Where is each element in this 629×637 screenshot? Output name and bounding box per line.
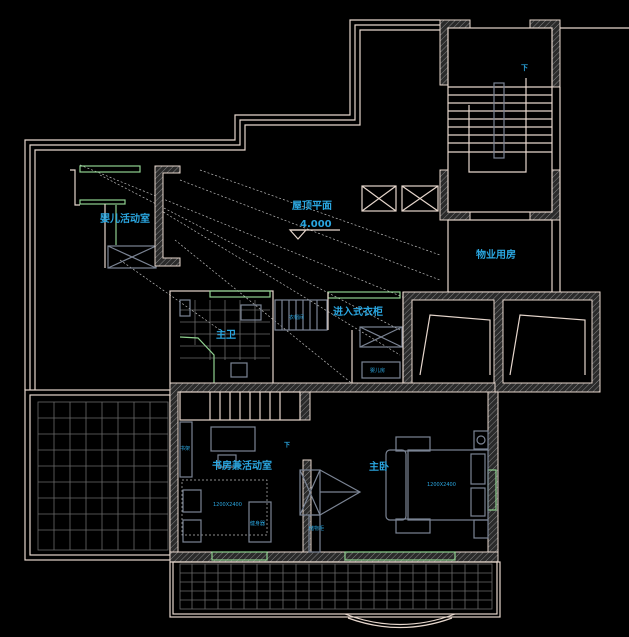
study-room-label: 书房兼活动室	[212, 459, 272, 472]
fitness-label: 健身器	[250, 520, 265, 527]
storage-cabinet	[299, 469, 362, 553]
roof-outline	[24, 19, 440, 390]
shelf-label: 书架	[180, 445, 190, 452]
study-dimension-label: 1200X2400	[213, 502, 242, 508]
master-bath-label: 主卫	[216, 328, 236, 341]
baby-activity-room-label: 婴儿活动室	[100, 212, 150, 225]
cloakroom-label: 衣帽间	[289, 314, 304, 321]
stair-down-label: 下	[521, 64, 528, 72]
lower-walls	[169, 382, 499, 563]
closet-area	[274, 291, 404, 392]
study-stair-down-label: 下	[284, 442, 290, 449]
bedroom-dimension-label: 1200X2400	[427, 482, 456, 488]
roof-vents	[361, 185, 439, 212]
roof-slope-lines	[79, 164, 441, 391]
master-bedroom-label: 主卧	[369, 460, 389, 473]
left-terrace	[24, 389, 171, 561]
elevation-marker	[288, 229, 308, 240]
stair-core	[439, 19, 629, 293]
bottom-balcony	[169, 561, 501, 629]
walk-in-closet-label: 进入式衣柜	[333, 305, 383, 318]
elevation-label: 4.000	[300, 219, 332, 230]
storage-label: 储物柜	[309, 525, 324, 532]
roof-plan-label: 屋顶平面	[292, 200, 332, 212]
property-room-label: 物业用房	[476, 248, 516, 261]
bedroom-furniture	[385, 430, 489, 539]
baby-activity-room	[70, 165, 181, 269]
study-furniture	[179, 391, 301, 543]
baby-room-label: 婴儿房	[370, 367, 385, 374]
elevator-shafts	[402, 291, 601, 393]
